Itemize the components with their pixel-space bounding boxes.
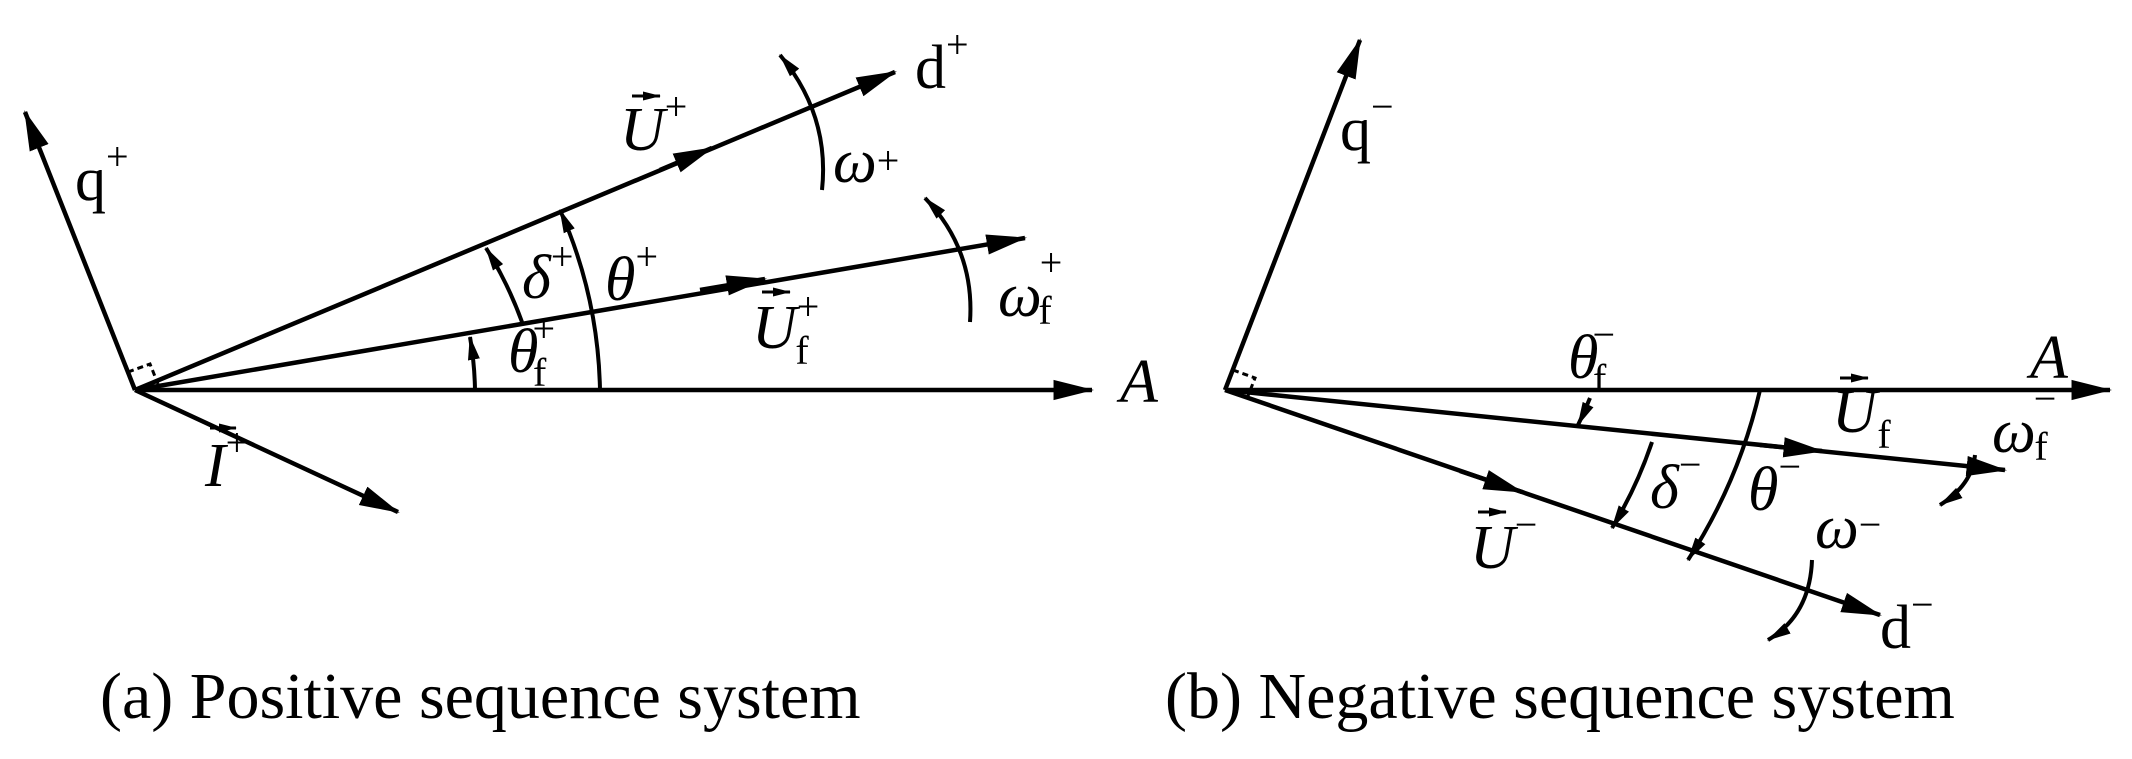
delta-plus-arc xyxy=(484,246,524,323)
omega-f-plus-label: ω+f xyxy=(998,240,1062,333)
svg-text:U−f: U−f xyxy=(1832,368,1899,457)
Uf-minus-label: U−f xyxy=(1832,368,1899,457)
A-label-a: A xyxy=(1116,348,1159,416)
delta-plus-label: δ+ xyxy=(522,234,573,312)
omega-plus-rotation-arrow xyxy=(778,53,826,191)
panel-negative-sequence: q− d− A U−f U− ω−f ω− θ−f δ− θ− (b) Nega… xyxy=(1165,38,2113,733)
panel-positive-sequence: q+ d+ A U+ U+f I+ ω+ ω+f δ+ θ+ θ+f (a) P… xyxy=(22,22,1159,733)
U-plus-mid-arrow xyxy=(659,145,714,173)
svg-text:U−: U− xyxy=(1470,502,1537,582)
Uf-minus-vector xyxy=(1224,387,2008,477)
U-minus-mid-arrow xyxy=(1459,468,1524,495)
Uf-plus-mid-arrow xyxy=(699,275,767,296)
right-angle-mark-b xyxy=(1232,368,1257,397)
Uf-minus-mid-arrow xyxy=(1759,437,1825,458)
Uf-plus-label: U+f xyxy=(752,284,819,373)
theta-minus-arc xyxy=(1686,389,1762,562)
omega-plus-label: ω+ xyxy=(833,128,899,196)
omega-minus-rotation-arrow xyxy=(1766,559,1814,642)
svg-text:I+: I+ xyxy=(204,420,248,500)
theta-f-plus-label: θ+f xyxy=(508,306,555,395)
d-plus-label: d+ xyxy=(915,22,969,102)
svg-text:U+: U+ xyxy=(620,84,687,164)
q-plus-label: q+ xyxy=(75,134,129,214)
q-minus-label: q− xyxy=(1340,84,1394,164)
d-plus-axis xyxy=(134,69,897,393)
Uf-plus-vector xyxy=(134,234,1027,393)
A-label-b: A xyxy=(2026,324,2069,392)
q-minus-axis xyxy=(1222,38,1363,391)
omega-minus-label: ω− xyxy=(1815,494,1881,562)
delta-minus-arc xyxy=(1610,441,1654,530)
theta-plus-label: θ+ xyxy=(605,234,658,314)
q-plus-axis xyxy=(22,110,138,391)
theta-f-minus-label: θ−f xyxy=(1568,312,1615,401)
svg-text:U+f: U+f xyxy=(752,284,819,373)
U-plus-label: U+ xyxy=(620,84,687,164)
delta-minus-label: δ− xyxy=(1650,442,1701,522)
theta-f-plus-arc xyxy=(467,335,480,391)
theta-f-minus-arc xyxy=(1576,397,1594,427)
omega-f-minus-rotation-arrow xyxy=(1938,454,1977,507)
d-minus-axis xyxy=(1224,387,1882,618)
U-minus-label: U− xyxy=(1470,502,1537,582)
caption-a: (a) Positive sequence system xyxy=(100,660,861,733)
theta-plus-arc xyxy=(558,208,602,391)
caption-b: (b) Negative sequence system xyxy=(1165,660,1955,733)
omega-f-plus-rotation-arrow xyxy=(923,196,973,323)
I-plus-vector xyxy=(134,387,400,515)
d-minus-label: d− xyxy=(1880,582,1934,662)
omega-f-minus-label: ω−f xyxy=(1992,376,2056,469)
theta-minus-label: θ− xyxy=(1748,444,1801,524)
right-angle-mark-a xyxy=(127,362,160,385)
I-plus-label: I+ xyxy=(204,420,248,500)
